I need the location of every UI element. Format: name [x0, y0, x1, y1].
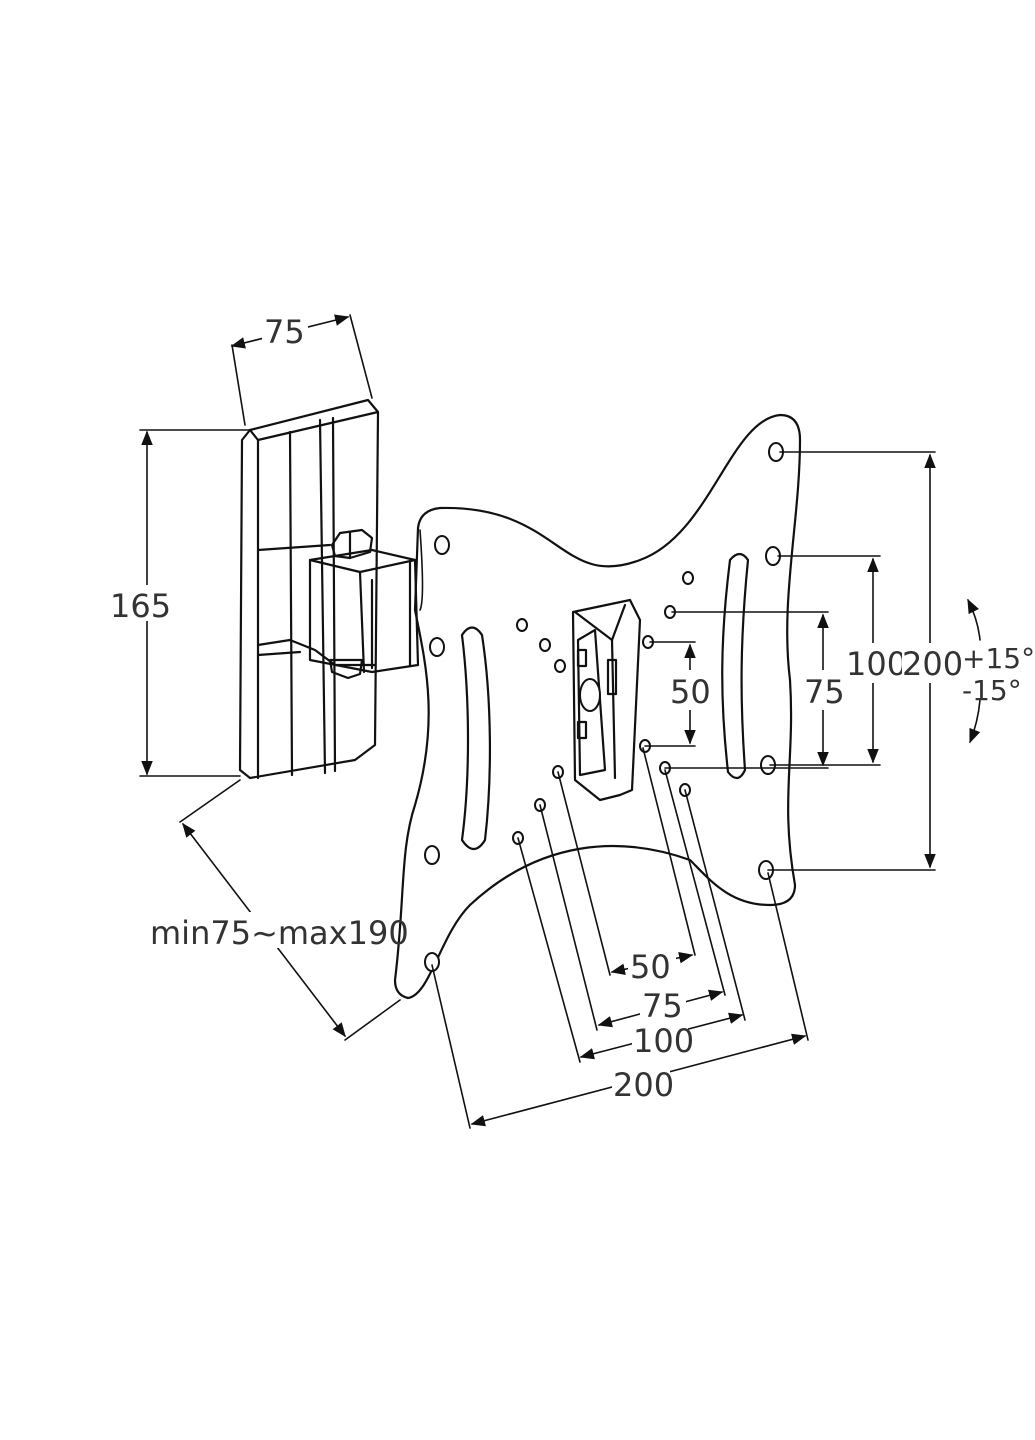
mounting-hole — [424, 845, 440, 865]
swivel-arm — [308, 528, 420, 680]
mounting-hole — [429, 637, 445, 657]
dim-vesa-v-50: 50 — [670, 673, 711, 711]
vesa-plate — [393, 413, 802, 1000]
mounting-hole — [434, 535, 450, 555]
dim-vesa-h-50: 50 — [630, 948, 671, 986]
dim-vesa-v-100: 100 — [846, 645, 907, 683]
mounting-hole — [424, 952, 440, 972]
dimension-lines — [139, 314, 981, 1129]
dimension-labels: 75 165 min75~max190 50 75 100 200 +15° -… — [108, 312, 1035, 1104]
dim-tilt-down: -15° — [962, 674, 1022, 707]
plate-slots — [460, 552, 750, 851]
dim-vesa-h-75: 75 — [642, 987, 683, 1025]
mounting-hole — [516, 618, 528, 632]
dim-vesa-h-100: 100 — [633, 1022, 694, 1060]
dim-vesa-h-200: 200 — [613, 1066, 674, 1104]
dim-extension: min75~max190 — [150, 914, 409, 952]
dim-wall-height: 165 — [110, 587, 171, 625]
mounting-hole — [539, 638, 551, 652]
dim-vesa-v-75: 75 — [804, 673, 845, 711]
mounting-hole — [682, 571, 694, 585]
mounting-hole — [554, 659, 566, 673]
dim-tilt-up: +15° — [962, 642, 1035, 675]
tilt-bracket — [571, 598, 642, 802]
dim-vesa-v-200: 200 — [902, 645, 963, 683]
wall-plate — [238, 398, 380, 780]
dim-wall-width: 75 — [264, 313, 305, 351]
